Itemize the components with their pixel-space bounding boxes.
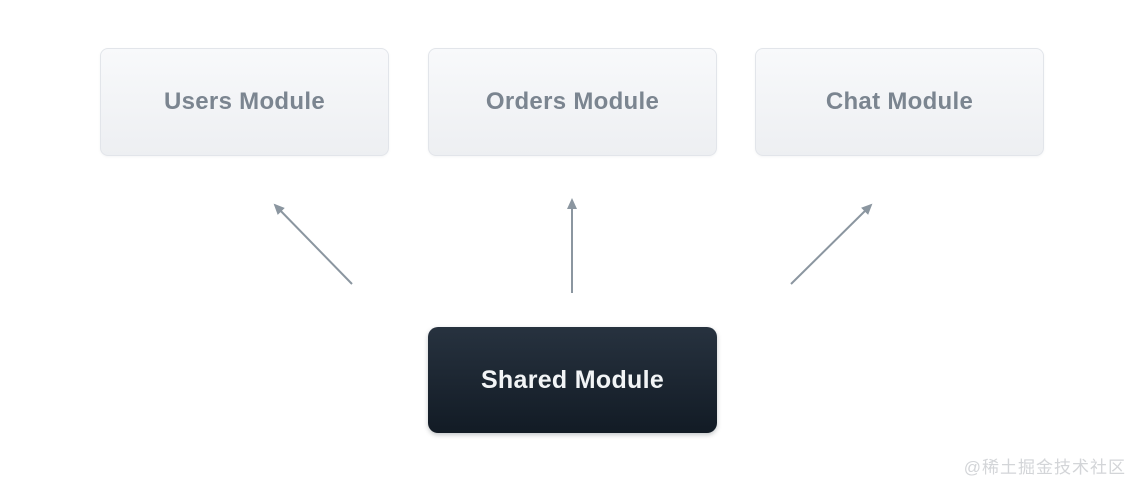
watermark: @稀土掘金技术社区 xyxy=(963,458,1126,477)
node-shared-module: Shared Module xyxy=(428,327,717,433)
chat-module-label: Chat Module xyxy=(825,88,974,115)
node-chat-module: Chat Module xyxy=(755,48,1044,156)
arrow-shared-to-chat xyxy=(790,203,873,285)
users-module-label: Users Module xyxy=(164,88,325,115)
shared-module-label: Shared Module xyxy=(480,365,665,394)
arrow-shared-to-users xyxy=(273,203,353,285)
node-users-module: Users Module xyxy=(100,48,389,156)
orders-module-label: Orders Module xyxy=(485,88,660,115)
node-orders-module: Orders Module xyxy=(428,48,717,156)
